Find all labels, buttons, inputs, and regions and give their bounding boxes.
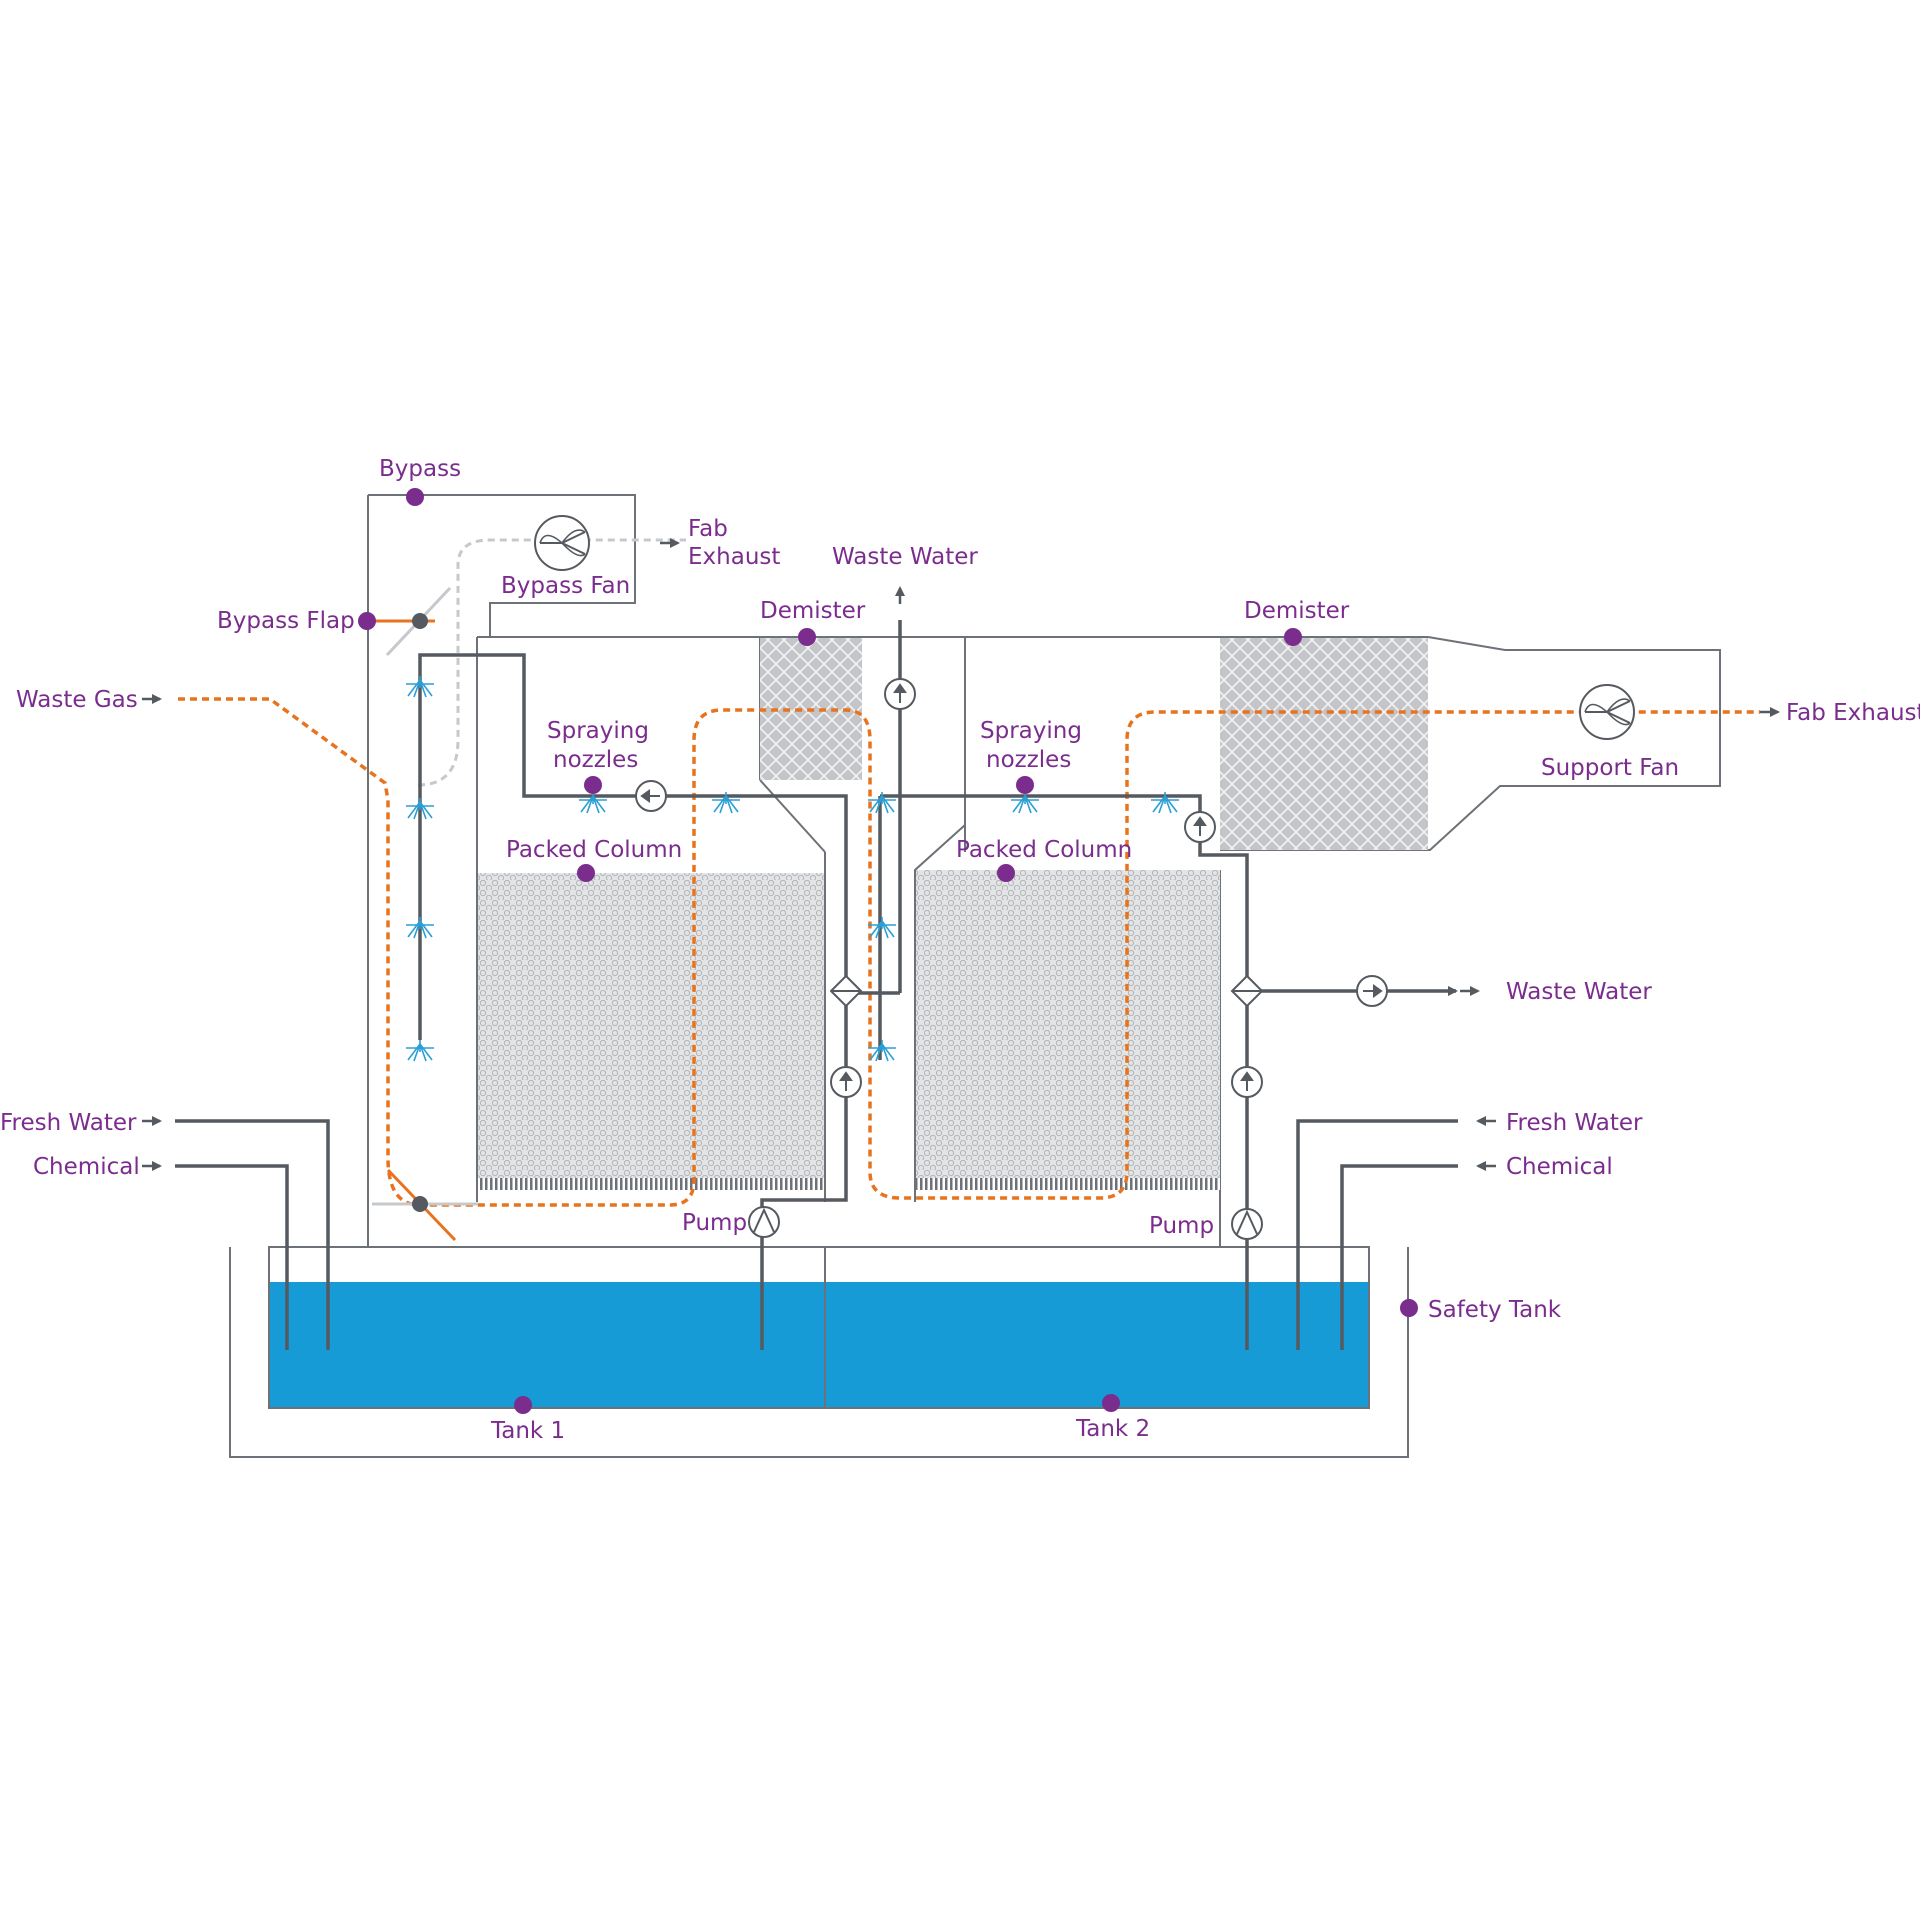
spray-nozzle-icon bbox=[406, 676, 434, 698]
label-safety-tank: Safety Tank bbox=[1428, 1297, 1562, 1323]
spray-nozzle-icon bbox=[868, 1040, 896, 1062]
label-demister-2: Demister bbox=[1244, 598, 1350, 624]
label-waste-gas: Waste Gas bbox=[16, 687, 138, 713]
label-packed-column-1: Packed Column bbox=[506, 837, 682, 863]
label-bypass-fan: Bypass Fan bbox=[501, 573, 630, 599]
support-grate-2 bbox=[916, 1178, 1220, 1190]
spray-nozzle-icon bbox=[406, 798, 434, 820]
label-fresh-water-right: Fresh Water bbox=[1506, 1110, 1643, 1136]
packed-column-2-packing bbox=[916, 870, 1220, 1178]
diagram-labels: Bypass Fab Exhaust Bypass Fan Bypass Fla… bbox=[0, 456, 1920, 1444]
label-marker bbox=[358, 612, 376, 630]
label-marker bbox=[1400, 1299, 1418, 1317]
piping bbox=[175, 620, 1458, 1350]
pump-icon bbox=[1231, 1208, 1263, 1240]
flow-arrow-icon bbox=[635, 780, 667, 812]
tanks bbox=[268, 1246, 1370, 1409]
flow-arrow-icon bbox=[1184, 811, 1216, 843]
label-tank-1: Tank 1 bbox=[490, 1418, 565, 1444]
label-pump-1: Pump bbox=[682, 1210, 747, 1236]
spray-nozzle-icon bbox=[1151, 792, 1179, 814]
label-marker bbox=[584, 776, 602, 794]
label-spraying-nozzles-1b: nozzles bbox=[553, 747, 638, 773]
flow-arrow-icon bbox=[884, 678, 916, 710]
label-spraying-nozzles-2a: Spraying bbox=[980, 718, 1082, 744]
label-marker bbox=[514, 1396, 532, 1414]
label-markers bbox=[358, 488, 1418, 1414]
flow-indicators bbox=[635, 678, 1388, 1240]
label-pump-2: Pump bbox=[1149, 1213, 1214, 1239]
label-marker bbox=[577, 864, 595, 882]
label-support-fan: Support Fan bbox=[1541, 755, 1679, 781]
pump-icon bbox=[748, 1206, 780, 1238]
label-chemical-left: Chemical bbox=[33, 1154, 140, 1180]
spray-nozzle-icon bbox=[712, 792, 740, 814]
support-fan-icon bbox=[1579, 684, 1635, 740]
valve-icon bbox=[829, 974, 863, 1008]
label-bypass-flap: Bypass Flap bbox=[217, 608, 355, 634]
spray-nozzle-icon bbox=[868, 917, 896, 939]
label-spraying-nozzles-2b: nozzles bbox=[986, 747, 1071, 773]
spray-nozzle-icon bbox=[868, 792, 896, 814]
bypass-fan-icon bbox=[534, 515, 590, 571]
label-chemical-right: Chemical bbox=[1506, 1154, 1613, 1180]
label-marker bbox=[997, 864, 1015, 882]
label-marker bbox=[1102, 1394, 1120, 1412]
label-waste-water-right: Waste Water bbox=[1506, 979, 1652, 1005]
spray-nozzle-icon bbox=[406, 917, 434, 939]
packed-column-1-packing bbox=[478, 873, 824, 1178]
label-marker bbox=[1016, 776, 1034, 794]
spray-nozzle-icon-group bbox=[406, 676, 1179, 1062]
demister-2-mesh bbox=[1220, 638, 1428, 850]
label-fab-exhaust-top-1: Fab bbox=[688, 516, 728, 542]
spray-nozzle-icon bbox=[1011, 792, 1039, 814]
label-spraying-nozzles-1a: Spraying bbox=[547, 718, 649, 744]
tank-water bbox=[269, 1282, 1369, 1408]
label-fab-exhaust-top-2: Exhaust bbox=[688, 544, 780, 570]
label-tank-2: Tank 2 bbox=[1075, 1416, 1150, 1442]
bypass-flap-valve-icon bbox=[368, 586, 452, 657]
label-marker bbox=[1284, 628, 1302, 646]
label-demister-1: Demister bbox=[760, 598, 866, 624]
valve-icon bbox=[1230, 974, 1264, 1008]
inlet-arrows bbox=[142, 538, 1780, 1171]
safety-tank bbox=[229, 1247, 1409, 1458]
flow-arrow-icon bbox=[1231, 1066, 1263, 1098]
spray-nozzle-icon bbox=[579, 792, 607, 814]
support-grate-1 bbox=[478, 1178, 824, 1190]
label-marker bbox=[406, 488, 424, 506]
spray-nozzle-icon bbox=[406, 1040, 434, 1062]
label-packed-column-2: Packed Column bbox=[956, 837, 1132, 863]
flow-arrow-icon bbox=[1356, 975, 1388, 1007]
flow-arrow-icon bbox=[830, 1066, 862, 1098]
label-fab-exhaust-right: Fab Exhaust bbox=[1786, 700, 1920, 726]
label-fresh-water-left: Fresh Water bbox=[0, 1110, 137, 1136]
label-waste-water-top: Waste Water bbox=[832, 544, 978, 570]
inlet-flap-valve-icon bbox=[372, 1168, 478, 1242]
label-marker bbox=[798, 628, 816, 646]
label-bypass: Bypass bbox=[379, 456, 461, 482]
